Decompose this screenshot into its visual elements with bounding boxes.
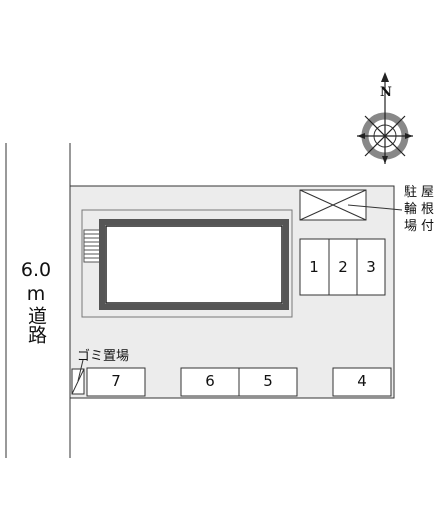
- road-width-value: 6.0: [20, 259, 52, 281]
- garbage-leader-line: [77, 359, 84, 382]
- parking-slot-4: 4: [357, 372, 367, 390]
- bicycle-label-line-3: 場付: [404, 219, 439, 234]
- parking-slot-5: 5: [263, 372, 273, 390]
- road-name: 道路: [25, 306, 47, 344]
- stairs: [83, 229, 101, 263]
- parking-slot-6: 6: [205, 372, 215, 390]
- road-width-unit: m: [26, 283, 46, 305]
- building-inner: [105, 225, 283, 304]
- bicycle-parking-label: 駐屋 輪根 場付: [404, 184, 444, 235]
- parking-slot-2: 2: [338, 258, 348, 276]
- bicycle-leader-line: [347, 204, 403, 211]
- parking-slot-7: 7: [111, 372, 121, 390]
- compass-north-label: N: [380, 85, 392, 100]
- bicycle-label-line-1: 駐屋: [404, 185, 439, 200]
- building: [99, 219, 289, 310]
- parking-group-right: [299, 238, 386, 296]
- garbage-label: ゴミ置場: [77, 349, 130, 364]
- parking-slot-3: 3: [366, 258, 376, 276]
- parking-group-bottom: [86, 367, 392, 397]
- parking-slot-1: 1: [309, 258, 319, 276]
- compass-icon: [357, 72, 413, 164]
- bicycle-label-line-2: 輪根: [404, 202, 439, 217]
- road-label: 6.0 m 道路: [14, 258, 58, 344]
